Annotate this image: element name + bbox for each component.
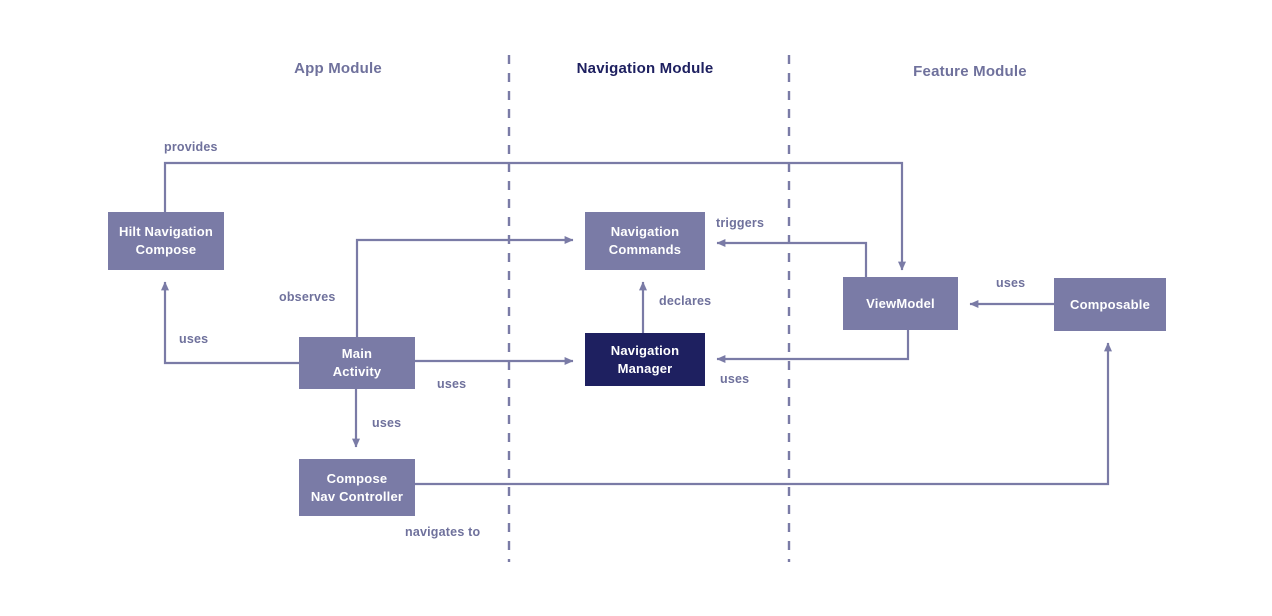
connector-uses-hilt [161,281,299,365]
edge-label-navigates-to: navigates to [405,525,481,539]
connector-uses-viewmodel [716,330,910,363]
connector-provides [163,161,906,271]
node-label-line: Compose [326,470,388,486]
node-label-line: Commands [608,242,682,257]
edge-label-triggers: triggers [716,216,765,230]
edge-label-uses-hilt: uses [179,332,209,346]
node-composable[interactable]: Composable [1054,278,1166,331]
node-label-line: Compose [135,242,197,257]
node-label: Navigation Manager [611,342,679,377]
node-label-line: Nav Controller [310,488,404,504]
module-title-app-module: App Module [294,60,382,77]
node-label-line: Navigation [610,342,680,358]
edge-label-uses-navigation-manager: uses [437,377,467,391]
edge-label-declares: declares [659,294,712,308]
node-label: Navigation Commands [609,223,681,258]
node-label: ViewModel [866,295,935,311]
edge-label-uses-composable: uses [996,276,1026,290]
node-label: Hilt Navigation Compose [119,223,213,258]
node-label: Main Activity [333,345,382,380]
node-label-line: Main [341,346,373,362]
edge-label-uses-compose-nav-controller: uses [372,416,402,430]
node-label: Compose Nav Controller [311,470,403,505]
edge-label-provides: provides [164,140,218,154]
module-title-navigation-module: Navigation Module [576,60,714,77]
node-label: Composable [1069,296,1150,312]
node-main-activity[interactable]: Main Activity [299,337,415,389]
node-navigation-commands[interactable]: Navigation Commands [585,212,705,270]
edge-label-observes: observes [279,290,336,304]
node-navigation-manager[interactable]: Navigation Manager [585,333,705,386]
module-title-feature-module: Feature Module [913,63,1027,80]
connector-observes [355,236,574,337]
node-label-line: Navigation [610,224,680,240]
node-label-line: Manager [617,360,673,376]
edge-label-uses-viewmodel: uses [720,372,750,386]
node-viewmodel[interactable]: ViewModel [843,277,958,330]
node-compose-nav-controller[interactable]: Compose Nav Controller [299,459,415,516]
connector-navigates-to [415,342,1112,486]
node-label-line: Hilt Navigation [118,224,213,240]
node-label-line: Activity [332,364,382,379]
connector-triggers [716,239,868,277]
node-hilt-navigation-compose[interactable]: Hilt Navigation Compose [108,212,224,270]
